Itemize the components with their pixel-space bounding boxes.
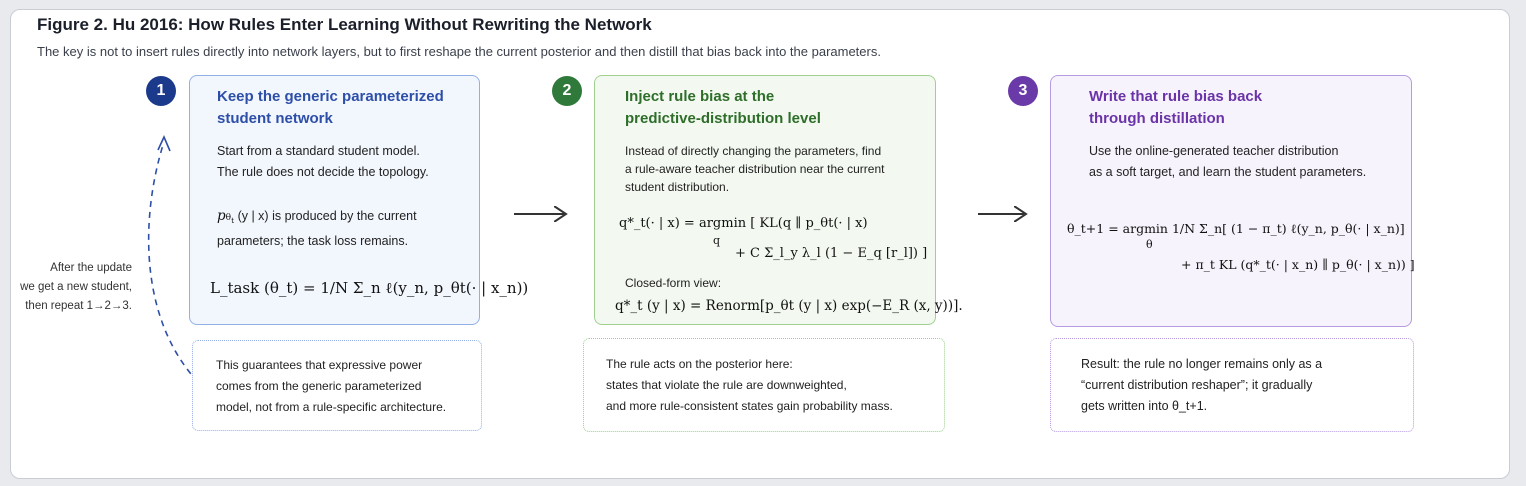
- distill-formula-line2: + π_t KL (q*_t(· | x_n) ∥ p_θ(· | x_n)) …: [1181, 257, 1415, 272]
- step2-title: Inject rule bias at the predictive-distr…: [625, 86, 821, 130]
- arrowhead-icon: [554, 206, 568, 222]
- step1-title: Keep the generic parameterized student n…: [217, 86, 444, 130]
- step2-text-line: a rule-aware teacher distribution near t…: [625, 162, 885, 176]
- step3-title: Write that rule bias back through distil…: [1089, 86, 1262, 130]
- step3-title-line: Write that rule bias back: [1089, 88, 1263, 105]
- step-number-badge: 2: [552, 76, 582, 106]
- step3-text: Use the online-generated teacher distrib…: [1089, 141, 1366, 183]
- p-symbol: p: [217, 208, 226, 224]
- loop-note-line: After the update: [50, 262, 132, 274]
- step1-box: Keep the generic parameterized student n…: [189, 75, 528, 325]
- step1-title-line: student network: [217, 110, 333, 127]
- step3-title-line: through distillation: [1089, 110, 1225, 127]
- step1-title-line: Keep the generic parameterized: [217, 88, 444, 105]
- loop-note-line: we get a new student,: [20, 281, 132, 293]
- step2-text: Instead of directly changing the paramet…: [625, 142, 884, 196]
- closed-form-formula: q*_t (y | x) = Renorm[p_θt (y | x) exp(−…: [615, 298, 963, 314]
- loss-formula: L_task (θ_t) = 1/N Σ_n ℓ(y_n, p_θt(· | x…: [210, 279, 529, 297]
- note-line: This guarantees that expressive power: [216, 358, 423, 372]
- flow-arrow: [514, 213, 564, 215]
- argmin-subscript: q: [713, 234, 721, 247]
- step2-text-line: student distribution.: [625, 180, 730, 194]
- note-line: The rule acts on the posterior here:: [606, 357, 793, 371]
- step3-text-line: Use the online-generated teacher distrib…: [1089, 144, 1339, 158]
- step2-title-line: Inject rule bias at the: [625, 88, 775, 105]
- step3-note: Result: the rule no longer remains only …: [1050, 338, 1414, 432]
- note-line: and more rule-consistent states gain pro…: [606, 399, 893, 413]
- flow-arrow: [978, 213, 1024, 215]
- step2-note: The rule acts on the posterior here: sta…: [583, 338, 945, 432]
- loop-note: After the update we get a new student, t…: [20, 259, 132, 316]
- step2-text-line: Instead of directly changing the paramet…: [625, 144, 882, 158]
- figure-subtitle: The key is not to insert rules directly …: [37, 44, 881, 59]
- note-line: model, not from a rule-specific architec…: [216, 400, 447, 414]
- step2-box: Inject rule bias at the predictive-distr…: [594, 75, 963, 325]
- step1-formula-text: (y | x) is produced by the current: [237, 209, 417, 223]
- step3-box: Write that rule bias back through distil…: [1050, 75, 1415, 327]
- note-line: states that violate the rule are downwei…: [606, 378, 847, 392]
- closed-form-label: Closed-form view:: [625, 276, 722, 290]
- teacher-formula-line2: + C Σ_l_y λ_l (1 − E_q [r_l]) ]: [735, 246, 928, 261]
- note-line: Result: the rule no longer remains only …: [1081, 357, 1323, 371]
- step1-text: Start from a standard student model. The…: [217, 141, 429, 183]
- loop-arrow: [147, 135, 199, 383]
- step1-text-line: parameters; the task loss remains.: [217, 234, 409, 248]
- step1-note: This guarantees that expressive power co…: [192, 340, 482, 431]
- loop-note-line: then repeat 1→2→3.: [25, 300, 132, 312]
- distill-formula: θ_t+1 = argmin 1/N Σ_n[ (1 − π_t) ℓ(y_n,…: [1067, 221, 1405, 236]
- step1-text-line: The rule does not decide the topology.: [217, 165, 429, 179]
- step2-title-line: predictive-distribution level: [625, 110, 821, 127]
- teacher-formula: q*_t(· | x) = argmin [ KL(q ∥ p_θt(· | x…: [619, 216, 868, 231]
- figure-title: Figure 2. Hu 2016: How Rules Enter Learn…: [37, 15, 652, 34]
- note-line: gets written into θ_t+1.: [1081, 399, 1208, 413]
- step-number-badge: 3: [1008, 76, 1038, 106]
- argmin-subscript: θ: [1146, 238, 1153, 251]
- step3-text-line: as a soft target, and learn the student …: [1089, 165, 1367, 179]
- note-line: comes from the generic parameterized: [216, 379, 422, 393]
- arrowhead-icon: [1014, 206, 1028, 222]
- step1-text-line: Start from a standard student model.: [217, 144, 420, 158]
- note-line: “current distribution reshaper”; it grad…: [1081, 378, 1313, 392]
- step1-formula-line: pθt (y | x) is produced by the current: [217, 208, 417, 225]
- step-number-badge: 1: [146, 76, 176, 106]
